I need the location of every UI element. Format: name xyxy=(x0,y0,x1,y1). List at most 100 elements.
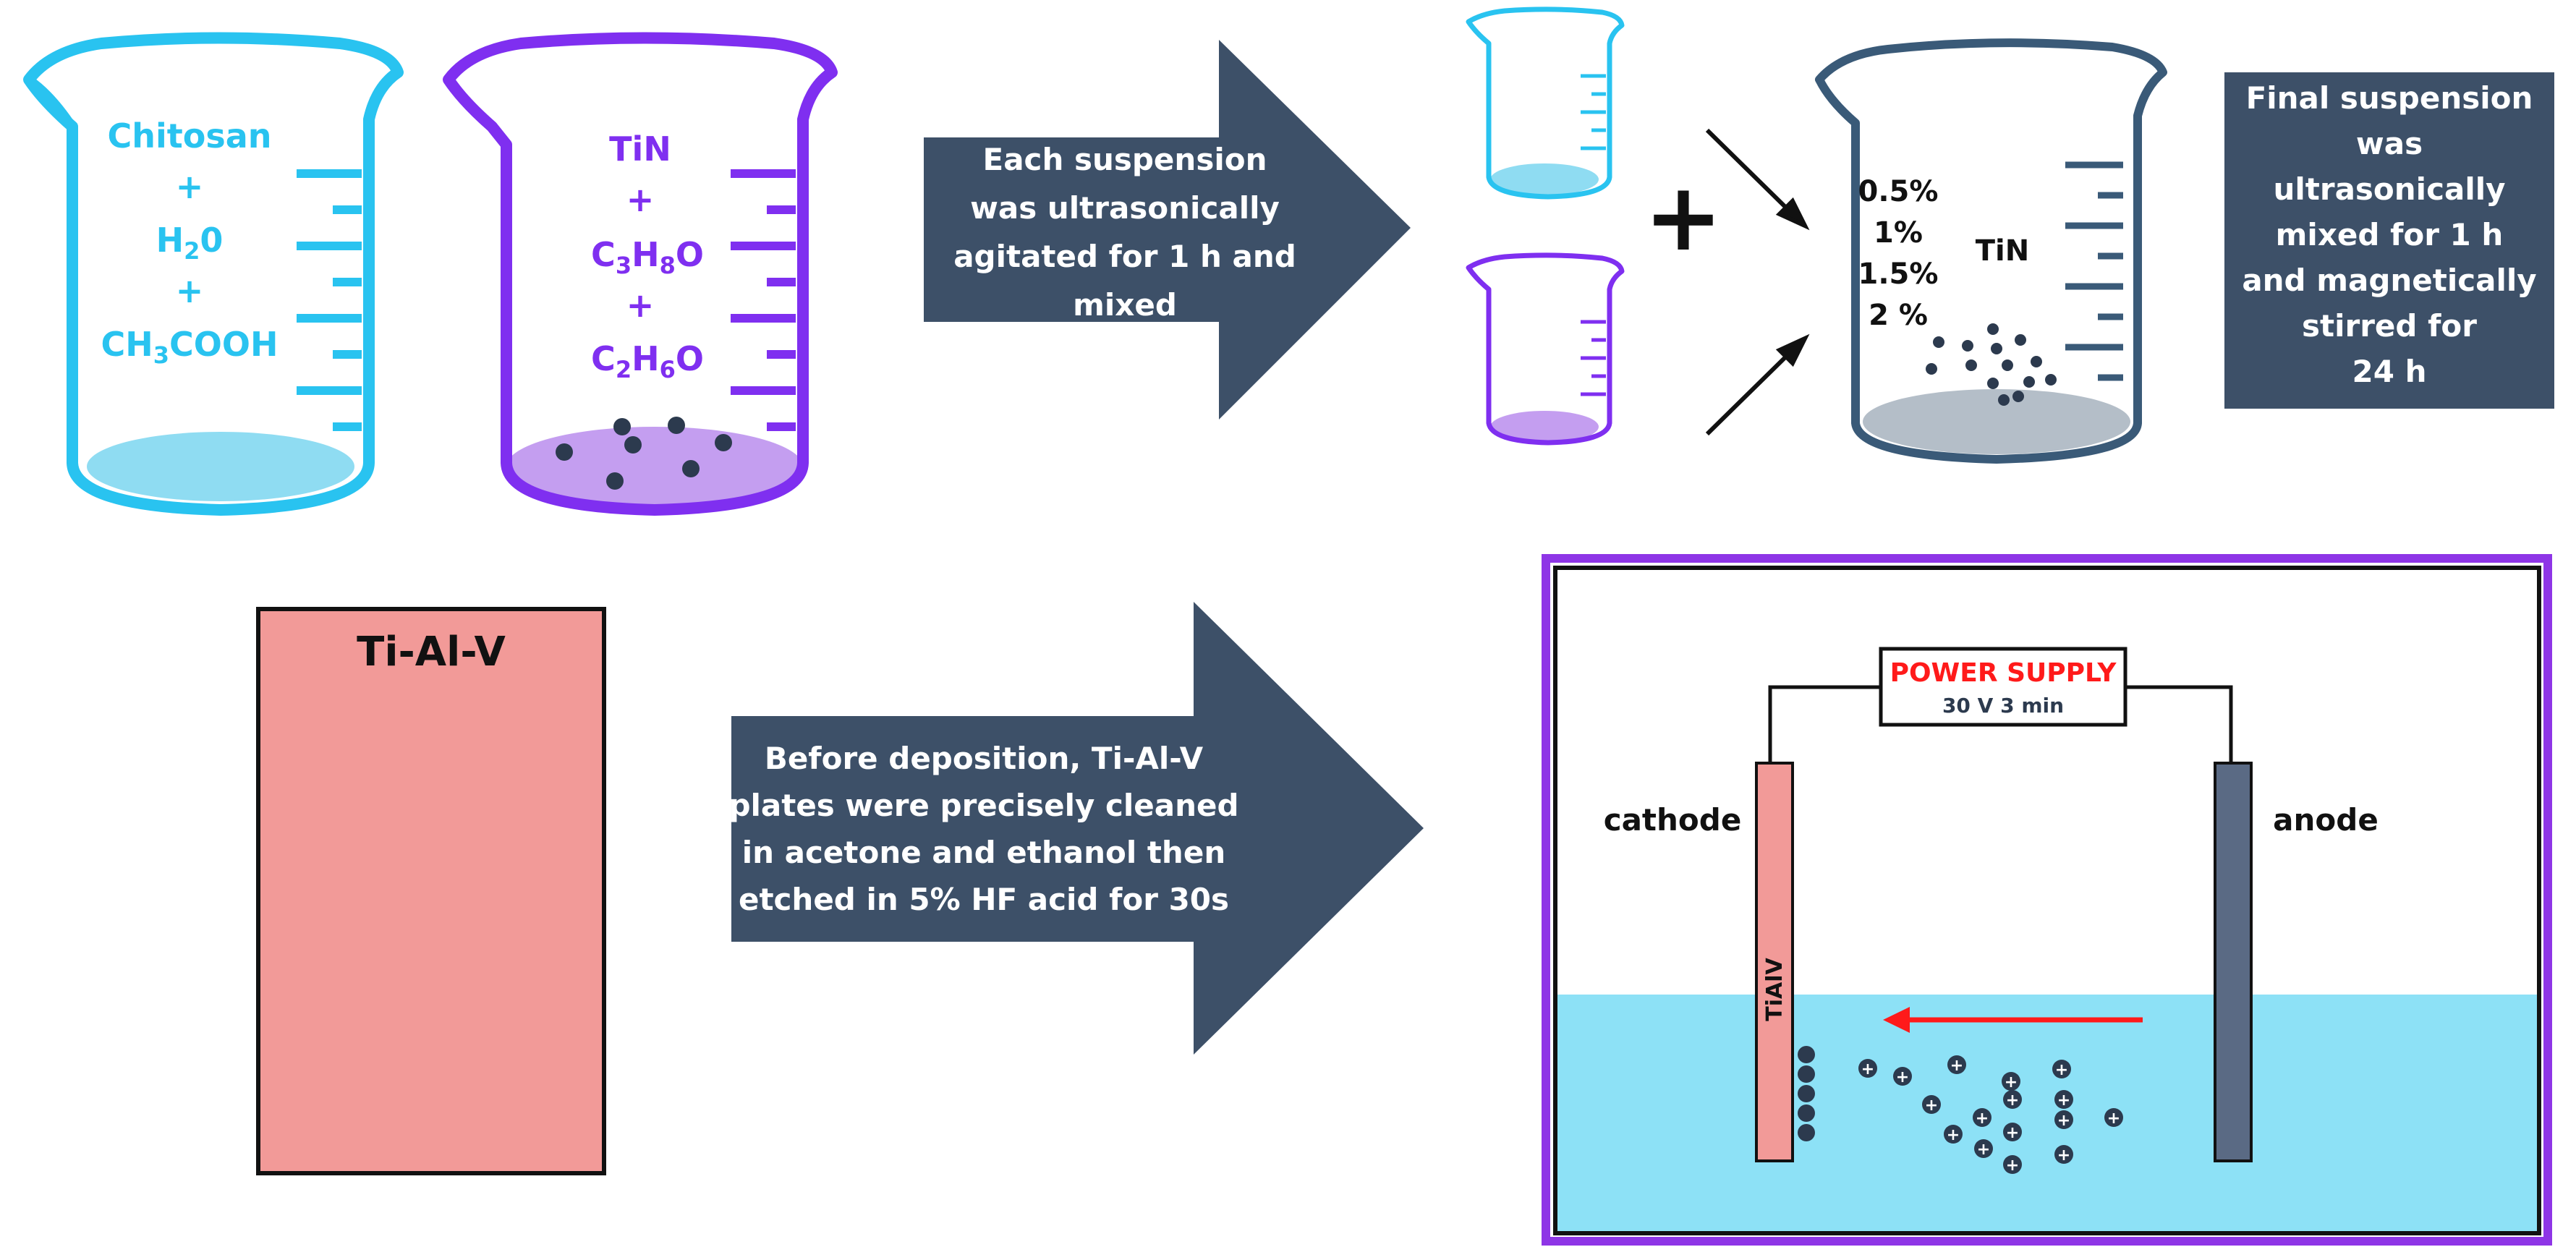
tin-plus-1: + xyxy=(626,180,655,219)
plus-sign: + xyxy=(1644,162,1723,272)
beaker-tin-scale xyxy=(731,169,796,431)
mix-particles xyxy=(1926,323,2057,406)
tin-plus-2: + xyxy=(626,286,655,325)
arrow-bottom-line-1: Before deposition, Ti-Al-V xyxy=(765,741,1204,776)
final-line-7: 24 h xyxy=(2352,354,2427,389)
anode-label: anode xyxy=(2273,802,2379,838)
mix-liquid xyxy=(1863,389,2130,454)
final-line-4: mixed for 1 h xyxy=(2276,217,2504,252)
arrow-bottom-line-4: etched in 5% HF acid for 30s xyxy=(739,882,1229,917)
chitosan-plus-2: + xyxy=(176,271,204,310)
beaker-chitosan-scale xyxy=(297,169,362,431)
tin-label: TiN xyxy=(609,129,671,169)
svg-text:+: + xyxy=(1925,1097,1938,1115)
mix-percent-2: 1% xyxy=(1874,216,1923,250)
svg-text:+: + xyxy=(2005,1073,2018,1091)
final-line-2: was xyxy=(2356,126,2423,161)
arrow-top: Each suspension was ultrasonically agita… xyxy=(924,40,1411,420)
anode-electrode xyxy=(2214,762,2253,1162)
svg-text:+: + xyxy=(1896,1068,1909,1086)
arrow-top-line-1: Each suspension xyxy=(983,142,1267,177)
ion: + xyxy=(1858,1059,1877,1078)
ion: + xyxy=(2002,1072,2020,1091)
arrow-top-line-3: agitated for 1 h and xyxy=(953,239,1296,274)
svg-text:+: + xyxy=(2055,1061,2068,1079)
final-box: Final suspension was ultrasonically mixe… xyxy=(2224,72,2554,409)
svg-text:+: + xyxy=(2006,1091,2019,1110)
ti-al-v-plate: Ti-Al-V xyxy=(256,607,606,1175)
arrow-top-line-2: was ultrasonically xyxy=(970,190,1280,226)
deposited-particles xyxy=(1798,1046,1815,1141)
cathode-rect xyxy=(1755,762,1794,1162)
small-beaker-purple xyxy=(1466,252,1625,446)
ion: + xyxy=(2054,1145,2073,1165)
beaker-tin-outline xyxy=(443,32,838,516)
mix-tin-label: TiN xyxy=(1976,234,2029,268)
ion: + xyxy=(1974,1139,1993,1159)
ethanol-label: C2H6O xyxy=(591,339,704,383)
arrow-bottom-line-2: plates were precisely cleaned xyxy=(728,788,1238,823)
arrow-bottom-shape xyxy=(731,602,1424,1055)
ion: + xyxy=(2054,1090,2073,1110)
cathode-label: cathode xyxy=(1604,802,1742,838)
ion: + xyxy=(2052,1060,2071,1079)
final-box-bg xyxy=(2224,72,2554,409)
final-line-6: stirred for xyxy=(2302,308,2477,344)
ion: + xyxy=(2104,1108,2123,1128)
plate-label: Ti-Al-V xyxy=(357,629,506,676)
svg-text:+: + xyxy=(2057,1146,2070,1165)
migration-arrow xyxy=(1883,1007,2143,1033)
cell-frame-inner xyxy=(1553,566,2541,1235)
svg-text:+: + xyxy=(1861,1060,1874,1078)
final-line-5: and magnetically xyxy=(2242,263,2536,298)
circuit-wires xyxy=(1768,685,2233,763)
arrow-bottom-line-3: in acetone and ethanol then xyxy=(742,835,1225,870)
svg-text:+: + xyxy=(2006,1157,2019,1175)
beaker-tin: TiN + C3H8O + C2H6O xyxy=(443,32,838,516)
tin-particles xyxy=(556,417,732,490)
svg-text:+: + xyxy=(1976,1110,1989,1128)
ion: + xyxy=(2003,1123,2022,1142)
arrow-top-line-4: mixed xyxy=(1073,287,1177,323)
ion: + xyxy=(1922,1095,1941,1115)
beaker-chitosan-rim xyxy=(26,76,76,129)
cathode-electrode: TiAlV xyxy=(1755,762,1794,1162)
beaker-chitosan-outline xyxy=(23,32,404,516)
svg-text:+: + xyxy=(2107,1110,2120,1128)
svg-text:+: + xyxy=(1950,1057,1963,1075)
small-beaker-cyan xyxy=(1466,7,1625,200)
water-label: H20 xyxy=(156,221,224,265)
final-line-1: Final suspension xyxy=(2246,80,2533,116)
propanol-label: C3H8O xyxy=(591,235,704,279)
arrow-top-shape xyxy=(924,40,1411,420)
acetic-acid-label: CH3COOH xyxy=(101,325,279,369)
beaker-chitosan: Chitosan + H20 + CH3COOH xyxy=(23,32,404,516)
beaker-mix: 0.5% 1% 1.5% 2 % TiN xyxy=(1815,38,2167,464)
svg-text:+: + xyxy=(2057,1112,2070,1130)
plate-rect xyxy=(256,607,606,1175)
power-supply: POWER SUPPLY 30 V 3 min xyxy=(1879,647,2127,727)
power-supply-box xyxy=(1879,647,2127,727)
power-supply-title: POWER SUPPLY xyxy=(1890,658,2117,688)
power-supply-params: 30 V 3 min xyxy=(1942,694,2064,718)
mix-percent-3: 1.5% xyxy=(1858,257,1939,291)
ion: + xyxy=(2003,1155,2022,1175)
chitosan-plus-1: + xyxy=(176,167,204,206)
svg-text:+: + xyxy=(2057,1091,2070,1110)
ion: + xyxy=(1893,1067,1912,1086)
final-line-3: ultrasonically xyxy=(2274,171,2506,207)
chitosan-liquid xyxy=(87,432,354,501)
ion: + xyxy=(2054,1110,2073,1130)
ion: + xyxy=(2003,1090,2022,1110)
merge-arrow-upper xyxy=(1705,128,1790,212)
beaker-mix-scale xyxy=(2065,161,2123,381)
ion: + xyxy=(1947,1055,1966,1075)
merge-arrow-lower xyxy=(1705,352,1790,436)
chitosan-label: Chitosan xyxy=(107,116,271,156)
svg-text:+: + xyxy=(2006,1124,2019,1142)
electrolyte xyxy=(1555,995,2539,1233)
beaker-mix-outline xyxy=(1815,38,2167,464)
positive-ions: + + + + + + + + + + + + + + + + xyxy=(1858,1055,2123,1175)
ion: + xyxy=(1973,1108,1991,1128)
